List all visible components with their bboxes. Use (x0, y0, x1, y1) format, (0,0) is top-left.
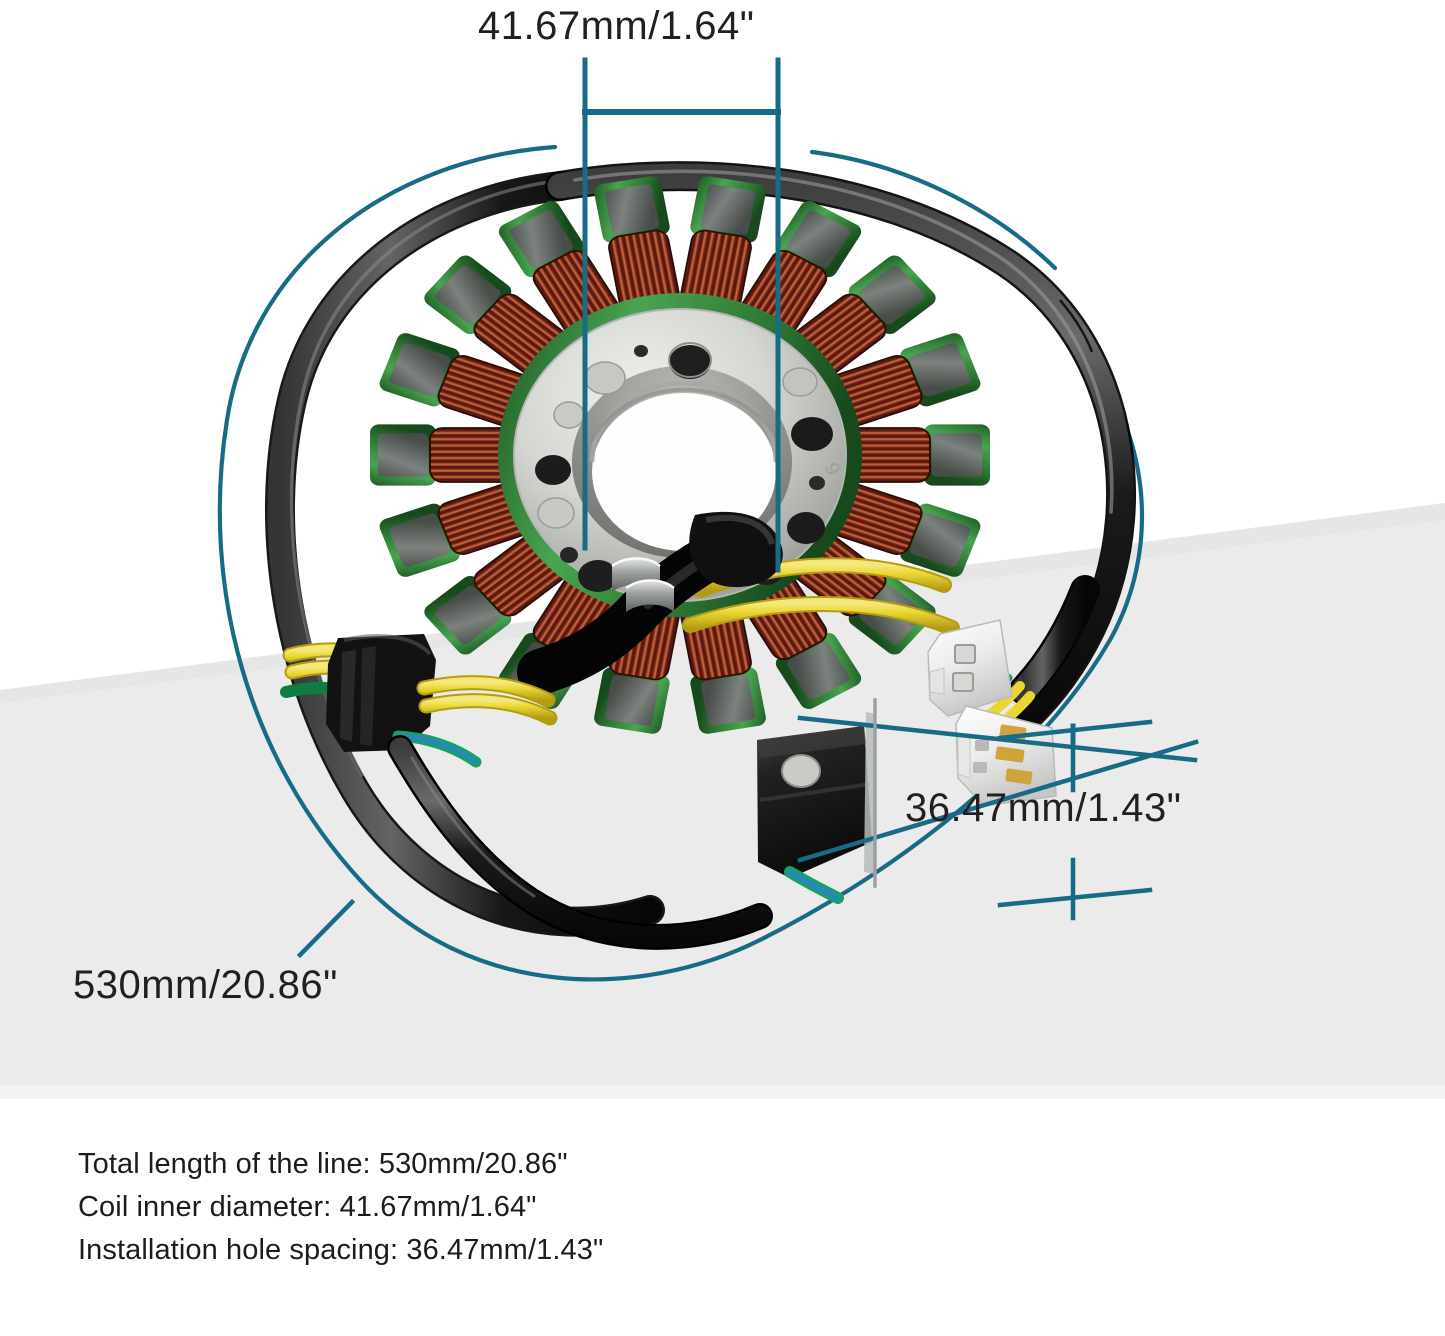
aluminum-hub: 9 (513, 308, 847, 602)
ellipse-arc-top-right (809, 149, 1058, 271)
sensor-mount-hole (781, 754, 821, 788)
hub-mounting-holes (535, 342, 833, 592)
spec-line-inner-diameter: Coil inner diameter: 41.67mm/1.64" (78, 1191, 537, 1223)
installation-hole-spacing-label: 36.47mm/1.43" (905, 786, 1182, 830)
ellipse-arc-main (217, 144, 1145, 982)
metal-clip (611, 557, 675, 612)
pickup-lead-cable (387, 735, 773, 950)
total-length-leader (296, 898, 356, 959)
connector-2pin (927, 619, 1013, 717)
core-wiring (517, 511, 960, 695)
coil-inner-diameter-leader (582, 57, 781, 573)
spec-line-hole-spacing: Installation hole spacing: 36.47mm/1.43" (78, 1234, 604, 1266)
background-lower-fade (0, 1085, 1445, 1099)
hub-insulation-ring (498, 293, 862, 617)
rubber-grommet (280, 634, 558, 768)
black-sheathed-cable (265, 161, 1136, 937)
hole-spacing-dimension (797, 698, 1199, 921)
spec-line-total-length: Total length of the line: 530mm/20.86" (78, 1148, 568, 1180)
specification-list: Total length of the line: 530mm/20.86" C… (78, 1143, 603, 1272)
pickup-coil-sensor (757, 712, 876, 904)
total-line-length-label: 530mm/20.86" (73, 963, 338, 1007)
center-bore (592, 393, 776, 551)
coil-inner-diameter-label: 41.67mm/1.64" (478, 4, 755, 48)
background-lower-white (0, 1090, 1445, 1336)
